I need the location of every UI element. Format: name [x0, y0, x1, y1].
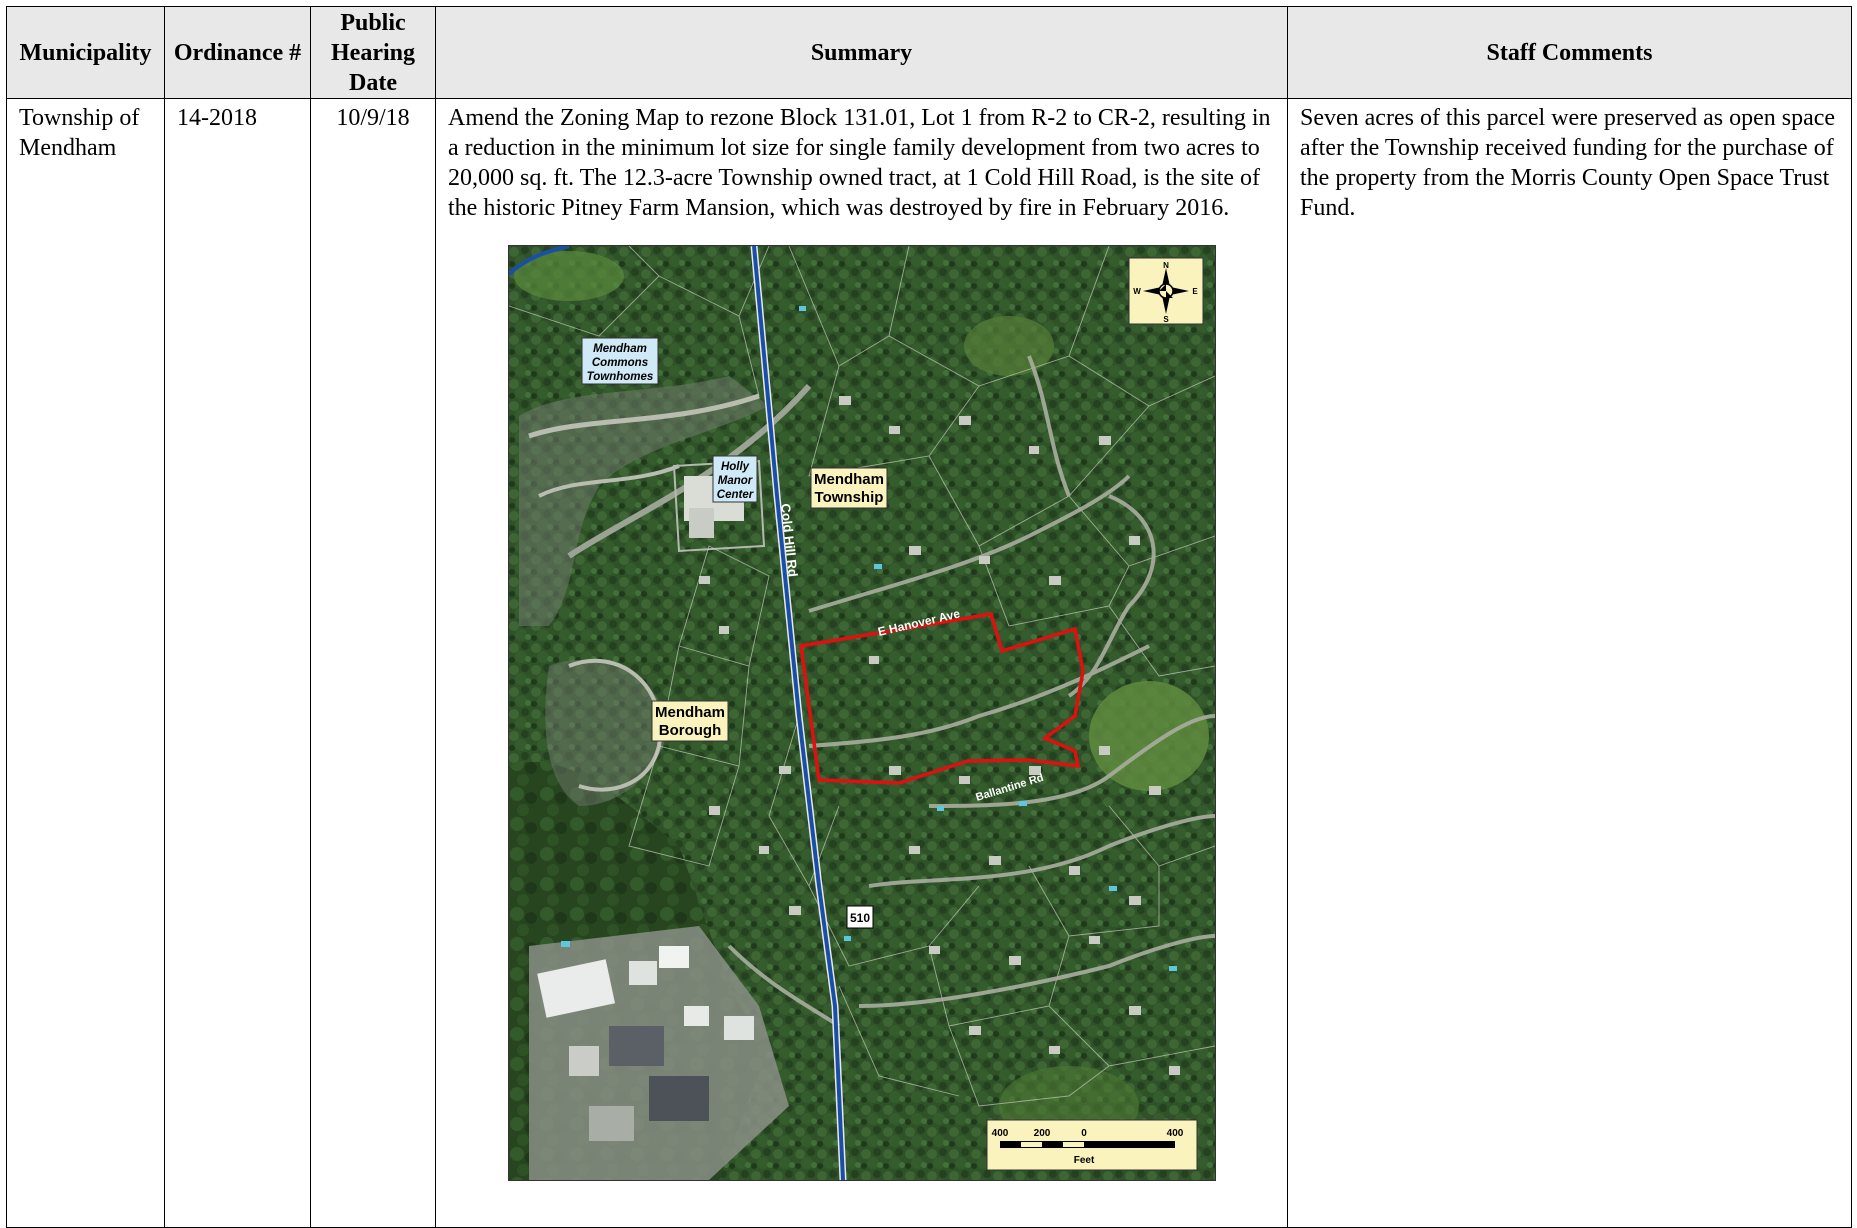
commons-line3: Townhomes — [586, 371, 653, 383]
label-mendham-commons: Mendham Commons Townhomes — [581, 337, 658, 385]
holly-line3: Center — [716, 489, 753, 501]
ordinance-table: Municipality Ordinance # Public Hearing … — [6, 6, 1852, 1228]
road-segment-cul-de-sac — [1026, 355, 1071, 497]
compass-e: E — [1192, 287, 1198, 296]
header-hearing-line1: Public — [340, 9, 406, 36]
header-hearing-line2: Hearing — [331, 39, 415, 66]
header-hearing-date: Public Hearing Date — [310, 6, 436, 99]
townhome-development — [518, 376, 811, 806]
road-segment-hanover — [807, 474, 1130, 613]
summary-text: Amend the Zoning Map to rezone Block 131… — [448, 105, 1271, 221]
subject-parcel-outline — [798, 612, 1085, 785]
road-segment-south — [868, 814, 1215, 888]
cell-municipality: Township of Mendham — [6, 98, 165, 1228]
scale-tick-0: 0 — [1081, 1128, 1087, 1139]
header-ordinance: Ordinance # — [164, 6, 311, 99]
route-510-shield: 510 — [846, 905, 873, 929]
header-summary: Summary — [435, 6, 1288, 99]
header-staff-comments: Staff Comments — [1287, 6, 1852, 99]
lawn-area-east — [1088, 681, 1209, 791]
table-row: Township of Mendham 14-2018 10/9/18 Amen… — [6, 98, 1852, 1228]
local-roads — [727, 355, 1215, 1028]
cell-summary: Amend the Zoning Map to rezone Block 131… — [435, 98, 1288, 1228]
road-segment-far-south — [858, 934, 1215, 1008]
northwest-road — [508, 246, 569, 276]
road-segment-commercial — [727, 944, 840, 1028]
header-hearing-line3: Date — [349, 69, 397, 96]
compass-s: S — [1163, 315, 1169, 324]
label-mendham-township: Mendham Township — [810, 467, 887, 509]
cell-ordinance: 14-2018 — [164, 98, 311, 1228]
compass-w: W — [1133, 287, 1141, 296]
township-line1: Mendham — [813, 471, 883, 488]
pool-markers — [560, 306, 1177, 971]
map-svg: Cold Hill Rd E Hanover Ave Ballantine Rd… — [508, 246, 1215, 1180]
scale-unit: Feet — [1073, 1155, 1094, 1166]
house-footprints — [698, 396, 1180, 1075]
cold-hill-road — [751, 246, 845, 1180]
header-municipality: Municipality — [6, 6, 165, 99]
header-row: Municipality Ordinance # Public Hearing … — [6, 6, 1852, 99]
road-segment-loop-north — [1067, 494, 1156, 698]
scale-tick-400-left: 400 — [991, 1128, 1008, 1139]
holly-line2: Manor — [717, 475, 752, 487]
borough-line2: Borough — [658, 722, 720, 739]
lawn-area-north — [963, 316, 1054, 376]
holly-line1: Holly — [720, 461, 749, 473]
compass-rose-icon: N S E W — [1128, 257, 1203, 325]
commons-line1: Mendham — [593, 343, 647, 355]
commons-line2: Commons — [591, 357, 647, 369]
road-segment-east — [928, 714, 1215, 808]
route-510-label: 510 — [849, 911, 869, 925]
scale-bar: 400 200 0 400 Feet — [986, 1119, 1197, 1171]
label-holly-manor: Holly Manor Center — [712, 455, 757, 503]
cell-staff-comments: Seven acres of this parcel were preserve… — [1287, 98, 1852, 1228]
parcel-map: Cold Hill Rd E Hanover Ave Ballantine Rd… — [507, 245, 1216, 1181]
commercial-area — [528, 926, 789, 1180]
cell-hearing-date: 10/9/18 — [310, 98, 436, 1228]
label-mendham-borough: Mendham Borough — [651, 700, 728, 742]
compass-n: N — [1163, 261, 1169, 270]
scale-tick-400-right: 400 — [1166, 1128, 1183, 1139]
road-segment-ballantine — [808, 644, 1150, 748]
parcel-lines — [508, 246, 1215, 1107]
scale-tick-200: 200 — [1033, 1128, 1050, 1139]
township-line2: Township — [814, 489, 883, 506]
borough-line1: Mendham — [654, 704, 724, 721]
lawn-area-northwest — [513, 251, 624, 301]
